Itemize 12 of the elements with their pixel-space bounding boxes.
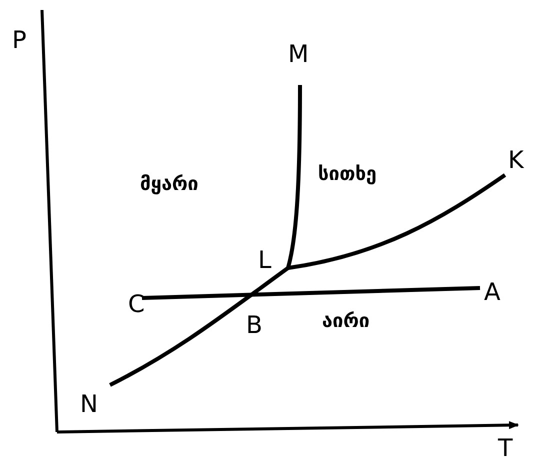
- point-label: N: [80, 392, 98, 416]
- region-label: სითხე: [318, 165, 377, 184]
- point-label: M: [288, 42, 309, 66]
- axis-label: T: [498, 436, 513, 460]
- region-label: აირი: [322, 312, 370, 331]
- point-label: B: [246, 313, 262, 337]
- point-label: C: [128, 292, 145, 316]
- region-label: მყარი: [140, 175, 198, 194]
- point-label: K: [508, 148, 524, 172]
- point-label: L: [258, 248, 272, 272]
- point-label: A: [484, 280, 500, 304]
- axis-label: P: [12, 28, 26, 52]
